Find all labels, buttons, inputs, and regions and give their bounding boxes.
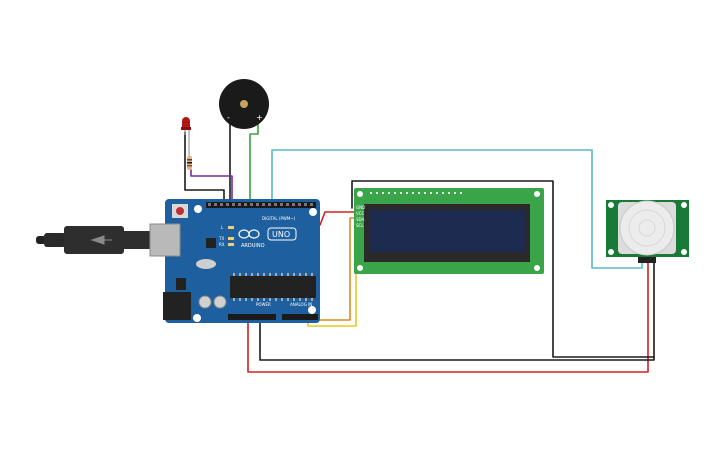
arduino-board-icon[interactable]: L TX RX ARDUINO UNO DIGITAL (PWM~) POWER…	[149, 199, 320, 323]
led-icon[interactable]	[181, 117, 191, 156]
led-label-rx: RX	[219, 242, 225, 247]
lcd-pin-vcc: VCC	[356, 211, 365, 216]
usb-cable-icon[interactable]	[36, 226, 150, 254]
brand-label: ARDUINO	[241, 243, 265, 249]
wire-cyan-pir-signal[interactable]	[271, 149, 643, 269]
lcd-pin-scl: SCL	[356, 223, 364, 228]
wire-purple-led[interactable]	[190, 169, 233, 207]
buzzer-plus-label: +	[256, 113, 263, 122]
pir-sensor-icon[interactable]	[606, 200, 689, 263]
wire-black-led[interactable]	[184, 131, 225, 207]
arduino-logo-icon	[238, 229, 260, 239]
lcd-pin-sda: SDA	[356, 217, 365, 222]
buzzer-icon[interactable]: - +	[219, 79, 269, 129]
lcd-display-icon[interactable]: GND VCC SDA SCL	[354, 188, 544, 274]
model-label: UNO	[272, 230, 290, 239]
lcd-pin-gnd: GND	[356, 205, 365, 210]
digital-label: DIGITAL (PWM~)	[262, 216, 296, 221]
wire-yellow-lcd-scl[interactable]	[307, 223, 357, 327]
wires	[184, 113, 655, 373]
wire-black-ground[interactable]	[259, 261, 655, 361]
power-label: POWER	[256, 302, 271, 307]
wire-red-power[interactable]	[247, 261, 649, 373]
resistor-icon[interactable]	[187, 156, 192, 170]
wire-orange-lcd-sda[interactable]	[312, 217, 357, 321]
wire-black-lcd-ground[interactable]	[351, 180, 655, 358]
led-label-l: L	[221, 225, 224, 230]
led-label-tx: TX	[218, 236, 224, 241]
buzzer-minus-label: -	[227, 113, 230, 122]
analog-label: ANALOG IN	[290, 302, 312, 307]
